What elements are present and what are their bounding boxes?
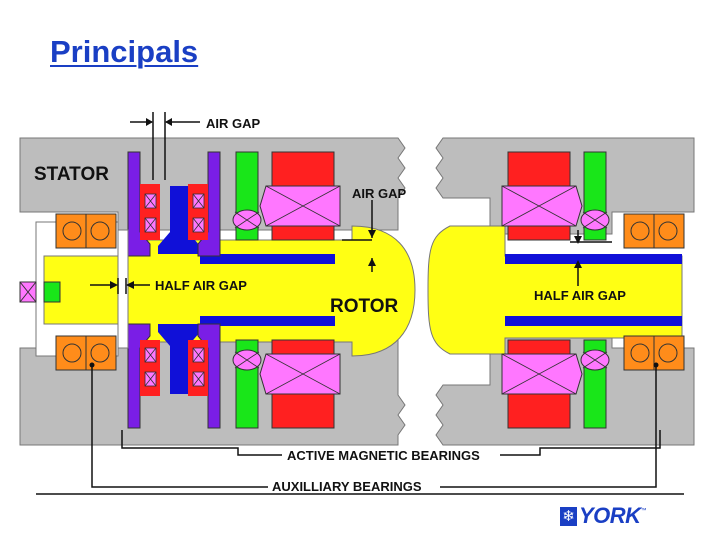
snowflake-icon: ❄ xyxy=(560,506,577,526)
logo-trademark: ™ xyxy=(640,508,647,514)
label-stator: STATOR xyxy=(34,164,109,185)
label-half-air-gap-left: HALF AIR GAP xyxy=(155,278,247,293)
rotor-laminations xyxy=(200,254,682,326)
radial-coils xyxy=(259,151,583,429)
york-logo: ❄ YORK ™ xyxy=(560,503,647,528)
label-active-magnetic-bearings: ACTIVE MAGNETIC BEARINGS xyxy=(287,448,480,463)
label-half-air-gap-right: HALF AIR GAP xyxy=(534,288,626,303)
page-title: Principals xyxy=(50,34,199,69)
label-air-gap-mid: AIR GAP xyxy=(352,186,407,201)
label-air-gap-top: AIR GAP xyxy=(206,116,261,131)
annotation-arrowheads xyxy=(89,118,659,368)
thrust-stator xyxy=(127,151,221,429)
thrust-coils xyxy=(140,184,208,396)
position-sensor-left xyxy=(43,281,61,303)
logo-wordmark: YORK xyxy=(579,503,641,528)
label-auxilliary-bearings: AUXILLIARY BEARINGS xyxy=(272,479,422,494)
end-sensor xyxy=(19,281,37,303)
label-rotor: ROTOR xyxy=(330,296,399,317)
